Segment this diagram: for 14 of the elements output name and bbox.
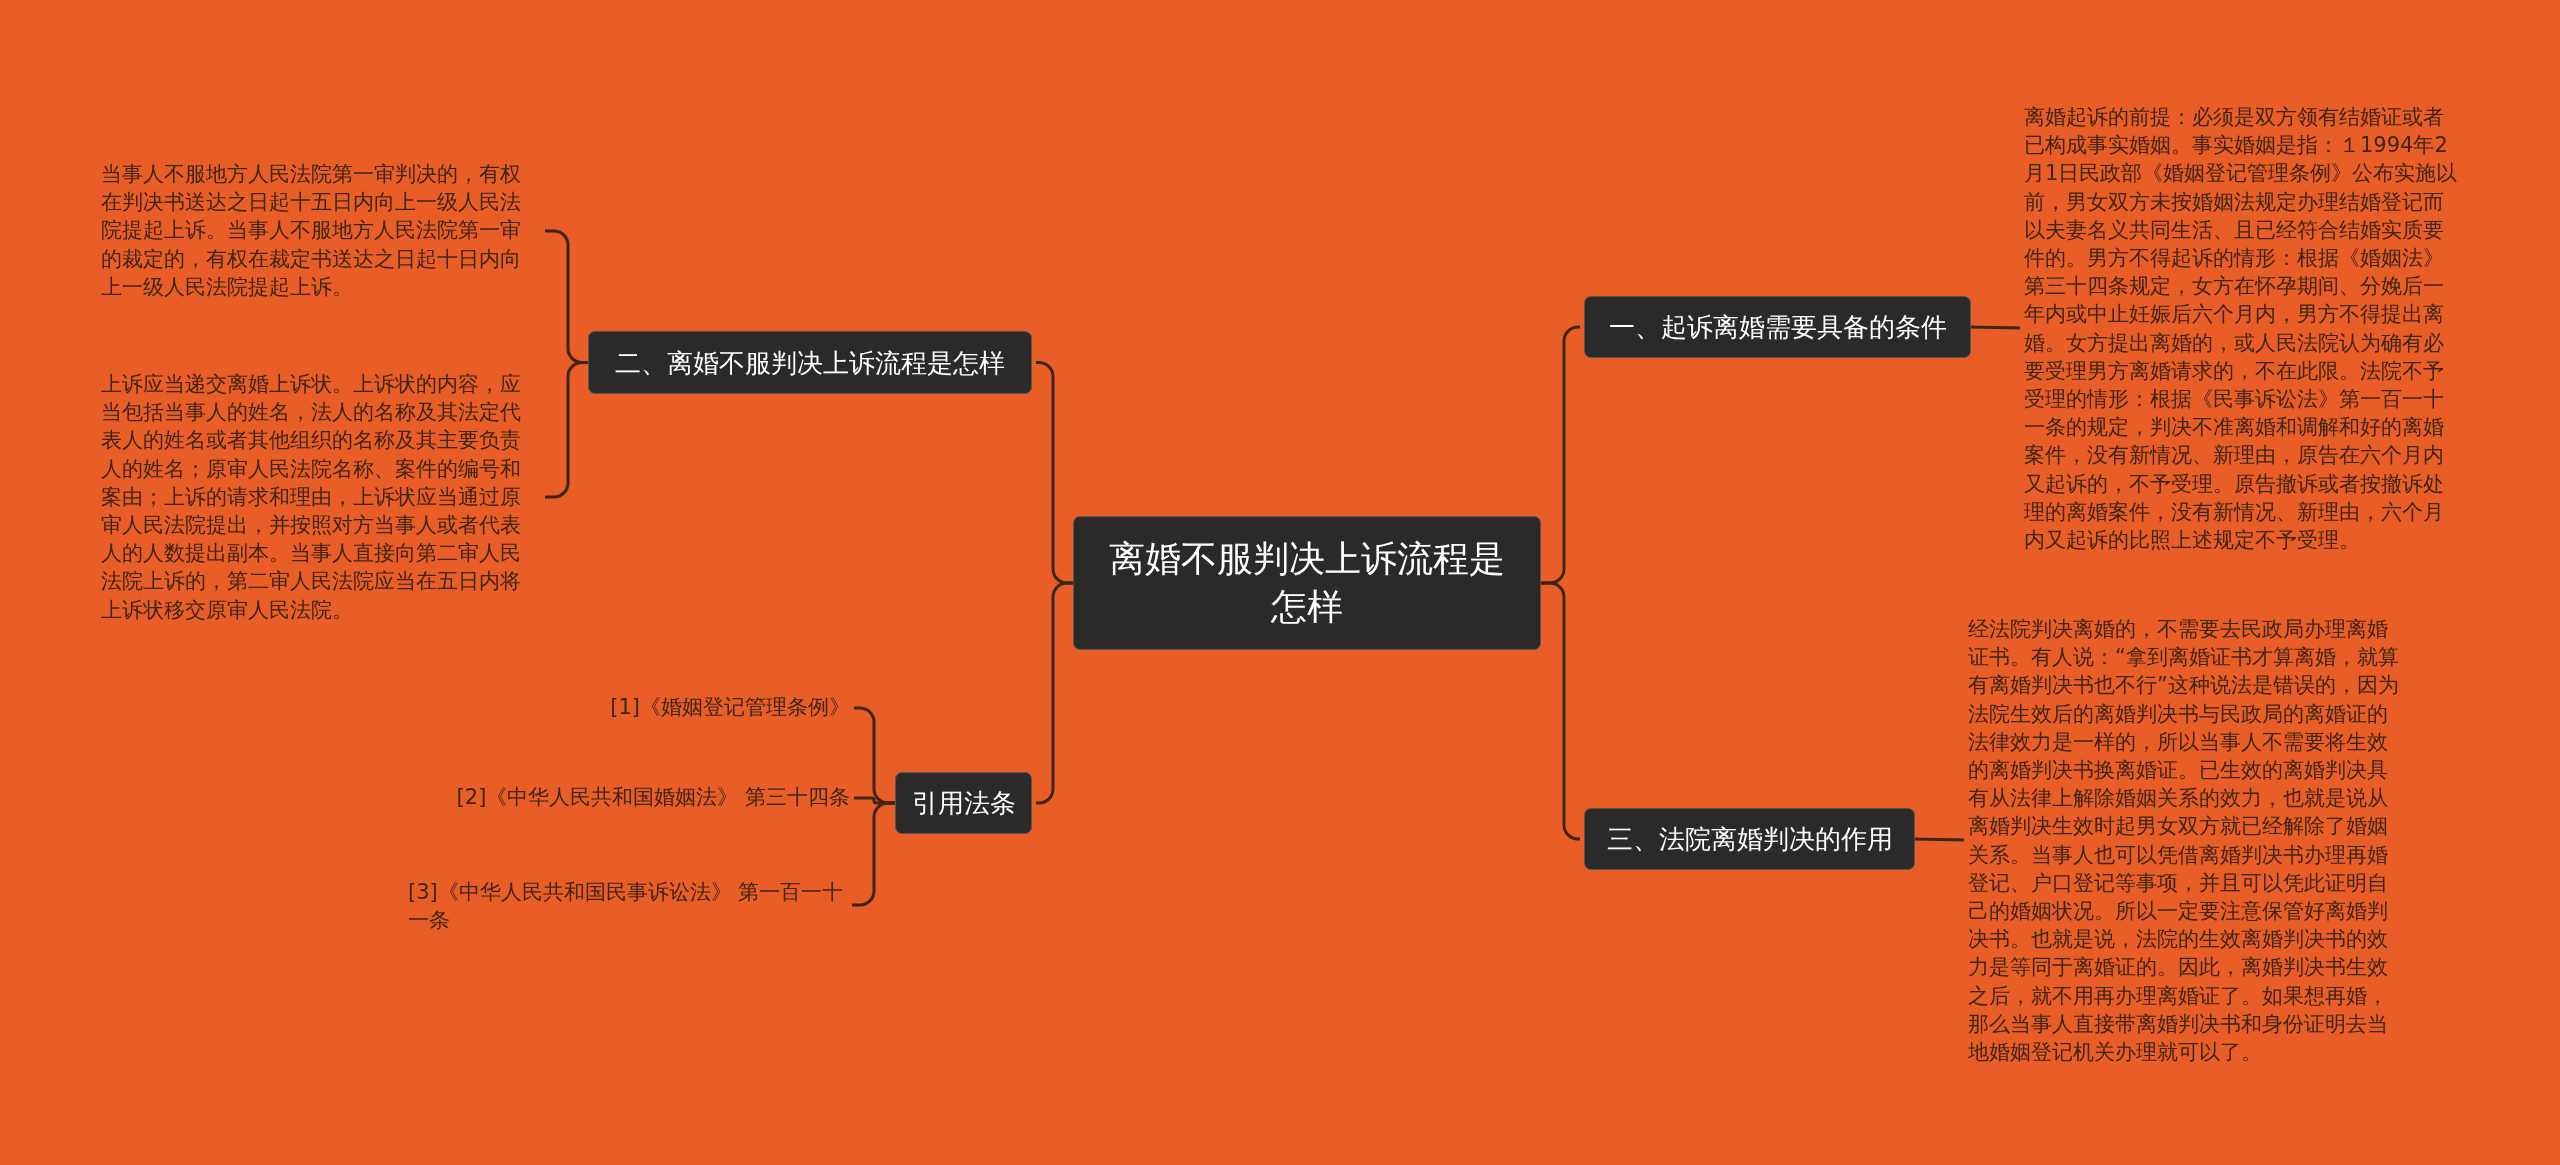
reference-text: [1]《婚姻登记管理条例》 xyxy=(500,693,850,723)
branch-topic: 二、离婚不服判决上诉流程是怎样 xyxy=(588,331,1032,394)
connector-line xyxy=(1970,325,2021,330)
connector-line xyxy=(1914,837,1965,842)
branch-topic: 一、起诉离婚需要具备的条件 xyxy=(1584,296,1971,358)
reference-text: [2]《中华人民共和国婚姻法》 第三十四条 xyxy=(400,783,850,813)
branch-topic: 三、法院离婚判决的作用 xyxy=(1584,808,1915,870)
reference-text: [3]《中华人民共和国民事诉讼法》 第一百一十一条 xyxy=(408,878,848,936)
note-text: 当事人不服地方人民法院第一审判决的，有权在判决书送达之日起十五日内向上一级人民法院提起上诉。当事人不服地方人民法院第一审的裁定的，有权在裁定书送达之日起十日内向上一级人民法院提起上诉。 xyxy=(101,160,541,302)
note-text: 经法院判决离婚的，不需要去民政局办理离婚证书。有人说：“拿到离婚证书才算离婚，就算有离婚判决书也不行”这种说法是错误的，因为法院生效后的离婚判决书与民政局的离婚证的法律效力是一样的，所以当事人不需要将生效的离婚判决书换离婚证。已生效的离婚判决具有从法律上解除婚姻关系的效力，也就是说从离婚判决生效时起男女双方就已经解除了婚姻关系。当事人也可以凭借离婚判决书办理再婚登记、户口登记等事项，并且可以凭此证明自己的婚姻状况。所以一定要注意保管好离婚判决书。也就是说，法院的生效离婚判决书的效力是等同于离婚证的。因此，离婚判决书生效之后，就不用再办理离婚证了。如果想再婚，那么当事人直接带离婚判决书和身份证明去当地婚姻登记机关办理就可以了。 xyxy=(1968,615,2408,1067)
note-text: 上诉应当递交离婚上诉状。上诉状的内容，应当包括当事人的姓名，法人的名称及其法定代表人的姓名或者其他组织的名称及其主要负责人的姓名；原审人民法院名称、案件的编号和案由；上诉的请求和理由，上诉状应当通过原审人民法院提出，并按照对方当事人或者代表人的人数提出副本。当事人直接向第二审人民法院上诉的，第二审人民法院应当在五日内将上诉状移交原审人民法院。 xyxy=(101,370,541,624)
branch-topic: 引用法条 xyxy=(895,772,1032,834)
note-text: 离婚起诉的前提：必须是双方领有结婚证或者已构成事实婚姻。事实婚姻是指：１1994年2月1日民政部《婚姻登记管理条例》公布实施以前，男女双方未按婚姻法规定办理结婚登记而以夫妻名义共同生活、且已经符合结婚实质要件的。男方不得起诉的情形：根据《婚姻法》第三十四条规定，女方在怀孕期间、分娩后一年内或中止妊娠后六个月内，男方不得提出离婚。女方提出离婚的，或人民法院认为确有必要受理男方离婚请求的，不在此限。法院不予受理的情形：根据《民事诉讼法》第一百一十一条的规定，判决不准离婚和调解和好的离婚案件，没有新情况、新理由，原告在六个月内又起诉的，不予受理。原告撤诉或者按撤诉处理的离婚案件，没有新情况、新理由，六个月内又起诉的比照上述规定不予受理。 xyxy=(2024,103,2464,555)
central-topic: 离婚不服判决上诉流程是怎样 xyxy=(1073,516,1541,650)
